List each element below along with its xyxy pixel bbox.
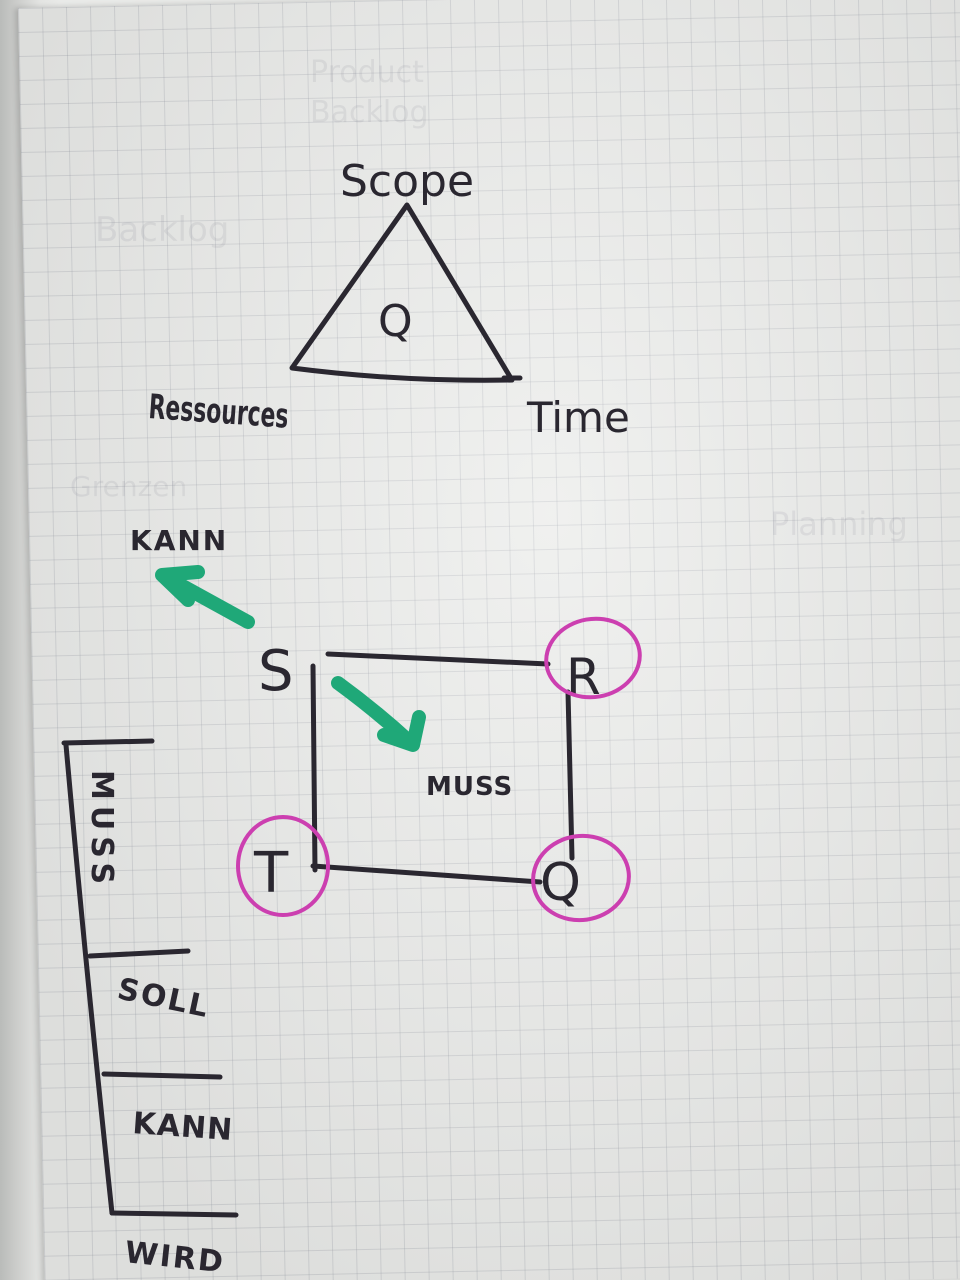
priority-stack-spine: [63, 742, 115, 1216]
highlight-circle-q: [531, 833, 631, 923]
green-arrows: [155, 565, 426, 752]
square-top-edge: [325, 651, 551, 667]
square-corner-s: S: [258, 639, 294, 704]
priority-divider-1: [87, 948, 191, 959]
square-corner-t: T: [253, 841, 289, 906]
square-right-edge: [565, 689, 575, 861]
triangle-outline: [289, 202, 515, 383]
highlight-circles: [236, 616, 642, 923]
square-bottom-edge: [310, 863, 543, 885]
arrow-label-muss: MUSS: [426, 772, 513, 802]
priority-label-muss: MUSS: [84, 770, 119, 890]
highlight-circle-t: [236, 815, 330, 917]
triangle-label-quality: Q: [378, 296, 413, 347]
triangle-label-scope: Scope: [340, 156, 474, 207]
arrow-up-left-head: [155, 565, 205, 607]
arrow-label-kann: KANN: [130, 524, 228, 557]
arrow-down-right-head: [377, 710, 426, 752]
priority-stack: [61, 738, 239, 1218]
triangle-label-time: Time: [526, 393, 630, 442]
priority-stack-top-bar: [61, 738, 155, 746]
priority-divider-3: [109, 1210, 239, 1218]
highlight-circle-r: [544, 616, 642, 700]
project-triangle: [289, 202, 523, 383]
priority-label-wird: WIRD: [123, 1235, 226, 1280]
square-corner-q: Q: [540, 853, 581, 913]
triangle-label-resources: Ressources: [147, 387, 289, 437]
priority-label-kann: KANN: [131, 1106, 234, 1148]
project-square: [310, 651, 575, 885]
priority-label-soll: SOLL: [114, 972, 213, 1026]
square-left-edge: [310, 663, 318, 873]
priority-divider-2: [101, 1071, 223, 1080]
